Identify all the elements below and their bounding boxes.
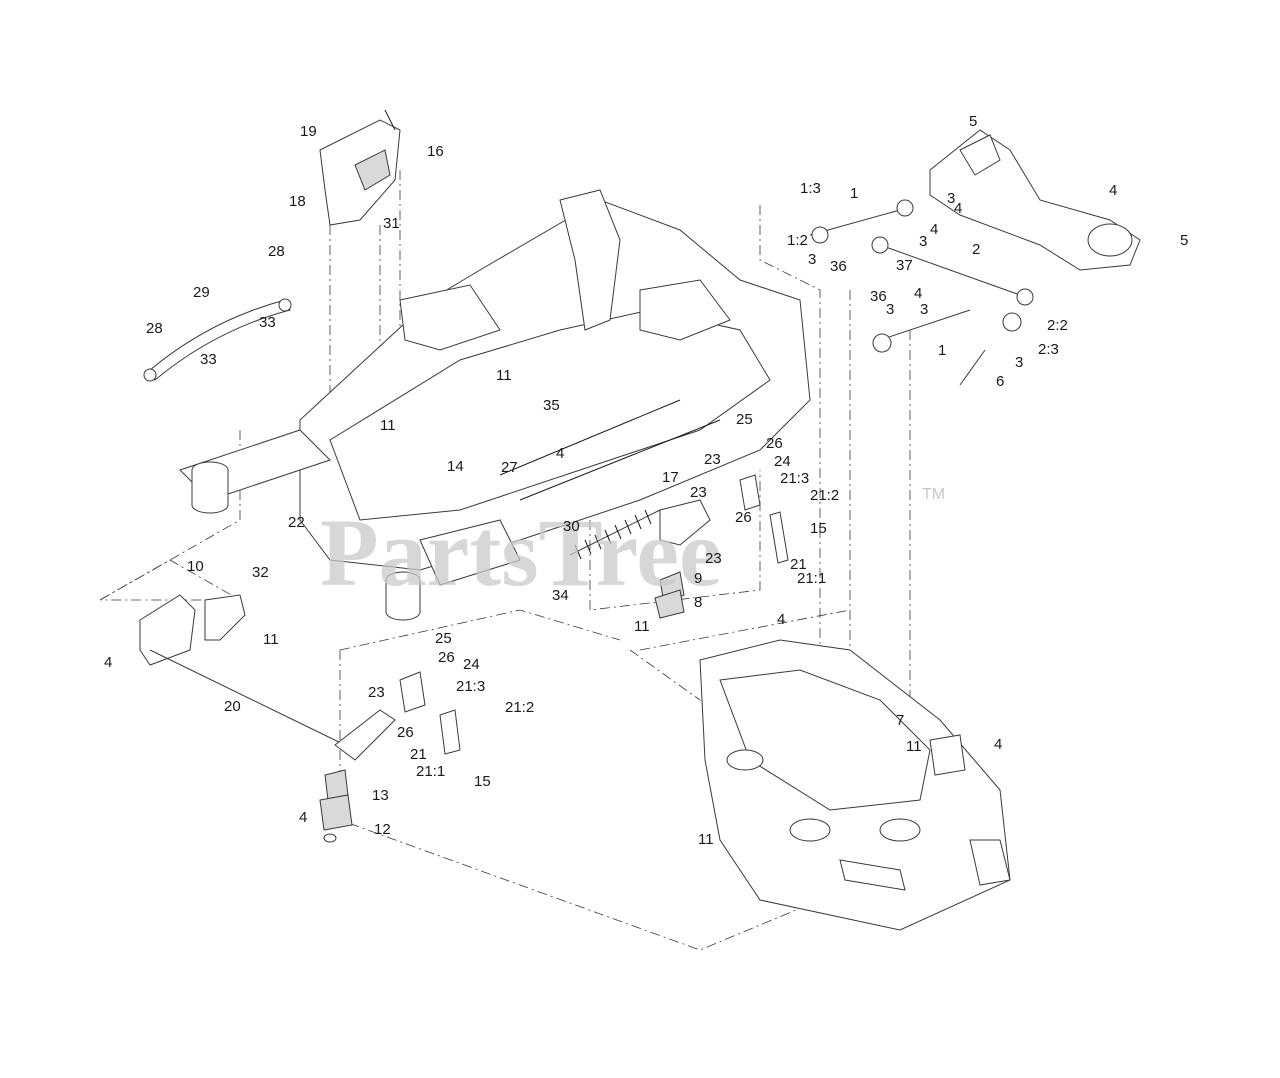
watermark: PartsTree TM [320, 486, 945, 606]
callout-label: 11 [496, 367, 512, 384]
callout-label: 12 [374, 821, 391, 838]
callout-label: 4 [954, 200, 962, 217]
main-frame [179, 189, 811, 621]
watermark-trademark: TM [922, 486, 945, 503]
callout-label: 4 [930, 221, 938, 238]
callout-label: 30 [563, 518, 580, 535]
mower-deck [699, 639, 1011, 931]
control-bracket [319, 109, 401, 226]
callout-label: 7 [896, 712, 904, 729]
callout-label: 21:3 [456, 678, 485, 695]
callout-label: 27 [501, 459, 518, 476]
callout-label: 2:3 [1038, 341, 1059, 358]
callout-label: 4 [1109, 182, 1117, 199]
callout-label: 3 [808, 251, 816, 268]
callout-label: 26 [766, 435, 783, 452]
callout-label: 21:3 [780, 470, 809, 487]
watermark-text: PartsTree [320, 499, 722, 606]
callout-label: 36 [830, 258, 847, 275]
callout-label: 26 [397, 724, 414, 741]
spring [569, 509, 661, 560]
callout-label: 4 [914, 285, 922, 302]
link-rods [809, 199, 1034, 386]
callout-label: 32 [252, 564, 269, 581]
callout-label: 23 [705, 550, 722, 567]
callout-label: 4 [299, 809, 307, 826]
callout-label: 8 [694, 594, 702, 611]
callout-label: 13 [372, 787, 389, 804]
callout-label: 3 [1015, 354, 1023, 371]
callout-label: 20 [224, 698, 241, 715]
callout-label: 24 [463, 656, 480, 673]
callout-label: 3 [947, 190, 955, 207]
callout-label: 25 [435, 630, 452, 647]
callout-label: 16 [427, 143, 444, 160]
callout-label: 34 [552, 587, 569, 604]
callout-label: 18 [289, 193, 306, 210]
callout-label: 15 [474, 773, 491, 790]
callout-label: 1:3 [800, 180, 821, 197]
callout-label: 23 [368, 684, 385, 701]
callout-label: 17 [662, 469, 679, 486]
callout-label: 2 [972, 241, 980, 258]
callout-label: 28 [146, 320, 163, 337]
callout-label: 19 [300, 123, 317, 140]
callout-label: 5 [1180, 232, 1188, 249]
callout-label: 36 [870, 288, 887, 305]
callout-label: 22 [288, 514, 305, 531]
callout-label: 2:2 [1047, 317, 1068, 334]
curved-link [143, 298, 292, 382]
callout-label: 21 [790, 556, 807, 573]
callout-label: 21:1 [416, 763, 445, 780]
callout-label: 11 [634, 618, 650, 635]
callout-label: 21:2 [810, 487, 839, 504]
callout-label: 3 [919, 233, 927, 250]
callout-label: 31 [383, 215, 400, 232]
callout-label: 4 [994, 736, 1002, 753]
callout-label: 11 [380, 417, 396, 434]
callout-label: 21:1 [797, 570, 826, 587]
callout-label: 1 [850, 185, 858, 202]
callout-label: 10 [187, 558, 204, 575]
callout-label: 33 [259, 314, 276, 331]
callout-label: 4 [104, 654, 112, 671]
callout-label: 15 [810, 520, 827, 537]
callout-label: 5 [969, 113, 977, 130]
callout-label: 1 [938, 342, 946, 359]
callout-label: 1:2 [787, 232, 808, 249]
callout-label: 35 [543, 397, 560, 414]
callout-label: 26 [438, 649, 455, 666]
callout-label: 11 [698, 831, 714, 848]
pivot-linkage-left [139, 594, 461, 843]
hanger-bracket [929, 129, 1141, 271]
callout-label: 23 [690, 484, 707, 501]
callout-label: 33 [200, 351, 217, 368]
callout-label: 24 [774, 453, 791, 470]
callout-label: 6 [996, 373, 1004, 390]
callout-label: 26 [735, 509, 752, 526]
callout-label: 4 [777, 611, 785, 628]
callout-label: 23 [704, 451, 721, 468]
callout-label: 3 [886, 301, 894, 318]
callout-label: 9 [694, 570, 702, 587]
callout-label: 3 [920, 301, 928, 318]
callout-label: 14 [447, 458, 464, 475]
callout-label: 21 [410, 746, 427, 763]
callout-label: 11 [263, 631, 279, 648]
callout-label: 11 [906, 738, 922, 755]
callout-label: 29 [193, 284, 210, 301]
pivot-linkage-right [654, 474, 789, 619]
callout-label: 21:2 [505, 699, 534, 716]
callout-label: 25 [736, 411, 753, 428]
callout-label: 37 [896, 257, 913, 274]
callout-label: 4 [556, 445, 564, 462]
callout-label: 28 [268, 243, 285, 260]
